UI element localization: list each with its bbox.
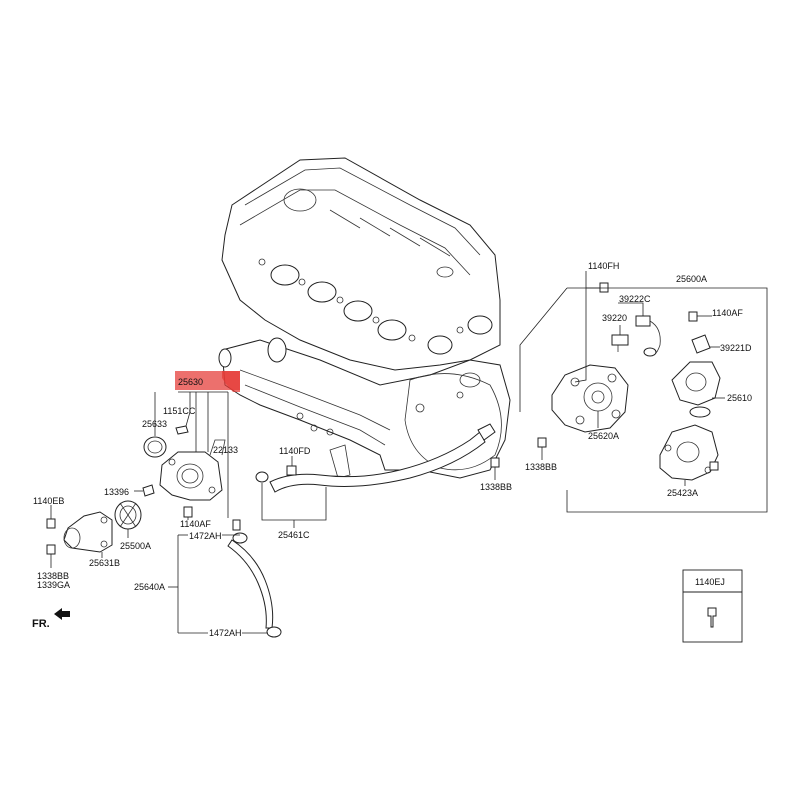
leader-lines xyxy=(50,271,725,634)
part-callout-labels: 25630 1151CC 25633 22133 1140EB 13396 11… xyxy=(33,261,752,638)
label-25461C: 25461C xyxy=(278,530,310,540)
group-frame-25600A xyxy=(519,287,768,513)
label-25640A: 25640A xyxy=(134,582,165,592)
bypass-hose-25640A xyxy=(227,519,282,638)
label-25423A: 25423A xyxy=(667,488,698,498)
legend-box-1140EJ xyxy=(682,569,743,643)
label-1151CC: 1151CC xyxy=(163,406,196,416)
bolt-1140EB xyxy=(46,518,56,529)
water-inlet-fitting-25631B xyxy=(63,511,113,553)
label-25500A: 25500A xyxy=(120,541,151,551)
water-pump-assembly xyxy=(490,282,721,481)
stud-1151CC xyxy=(175,425,189,435)
front-direction-indicator: FR. xyxy=(32,608,70,630)
label-39220: 39220 xyxy=(602,313,627,323)
bolt-1140FH xyxy=(599,282,609,293)
label-22133: 22133 xyxy=(213,445,238,455)
label-25600A: 25600A xyxy=(676,274,707,284)
thermostat-housing-assembly xyxy=(46,425,226,555)
sensor-39220 xyxy=(611,334,629,346)
label-39221D: 39221D xyxy=(720,343,752,353)
bolt-1338BB-mid xyxy=(490,457,500,468)
label-39222C: 39222C xyxy=(619,294,651,304)
highlight-25630 xyxy=(175,371,240,392)
housing-25610 xyxy=(671,361,721,406)
label-25631B: 25631B xyxy=(89,558,120,568)
label-25610: 25610 xyxy=(727,393,752,403)
label-1339GA: 1339GA xyxy=(37,580,70,590)
o-ring-25610 xyxy=(689,406,711,418)
label-1140EJ: 1140EJ xyxy=(695,577,725,587)
front-arrow-icon xyxy=(54,608,70,620)
bolt-1140AF xyxy=(183,506,193,518)
front-label: FR. xyxy=(32,618,50,630)
sensor-39222C xyxy=(635,315,651,327)
label-25633: 25633 xyxy=(142,419,167,429)
label-1140AF-right: 1140AF xyxy=(712,308,743,318)
label-1140AF-left: 1140AF xyxy=(180,519,211,529)
bolt-13396 xyxy=(142,484,155,497)
water-pump-25620A xyxy=(551,364,629,433)
label-1472AH-top: 1472AH xyxy=(189,531,222,541)
bolt-1140AF-right xyxy=(688,311,698,322)
bolt-1338BB-left xyxy=(46,544,56,555)
label-1338BB-left: 1338BB xyxy=(37,571,69,581)
outlet-fitting-25423A xyxy=(659,424,719,481)
label-1338BB-mid: 1338BB xyxy=(480,482,512,492)
label-25620A: 25620A xyxy=(588,431,619,441)
label-1338BB-right: 1338BB xyxy=(525,462,557,472)
housing-25630 xyxy=(159,451,223,501)
bracket-39221D xyxy=(691,334,711,354)
label-1140FH: 1140FH xyxy=(588,261,619,271)
water-hose-25461C xyxy=(255,423,496,493)
label-25630: 25630 xyxy=(178,377,203,387)
bolt-1338BB-right xyxy=(537,437,547,448)
label-1472AH-bottom: 1472AH xyxy=(209,628,242,638)
label-13396: 13396 xyxy=(104,487,129,497)
engine-block-illustration xyxy=(218,157,511,479)
o-ring-25633 xyxy=(143,436,167,458)
label-1140FD: 1140FD xyxy=(279,446,311,456)
bolt-1140EJ-icon xyxy=(707,607,717,628)
label-1140EB: 1140EB xyxy=(33,496,64,506)
